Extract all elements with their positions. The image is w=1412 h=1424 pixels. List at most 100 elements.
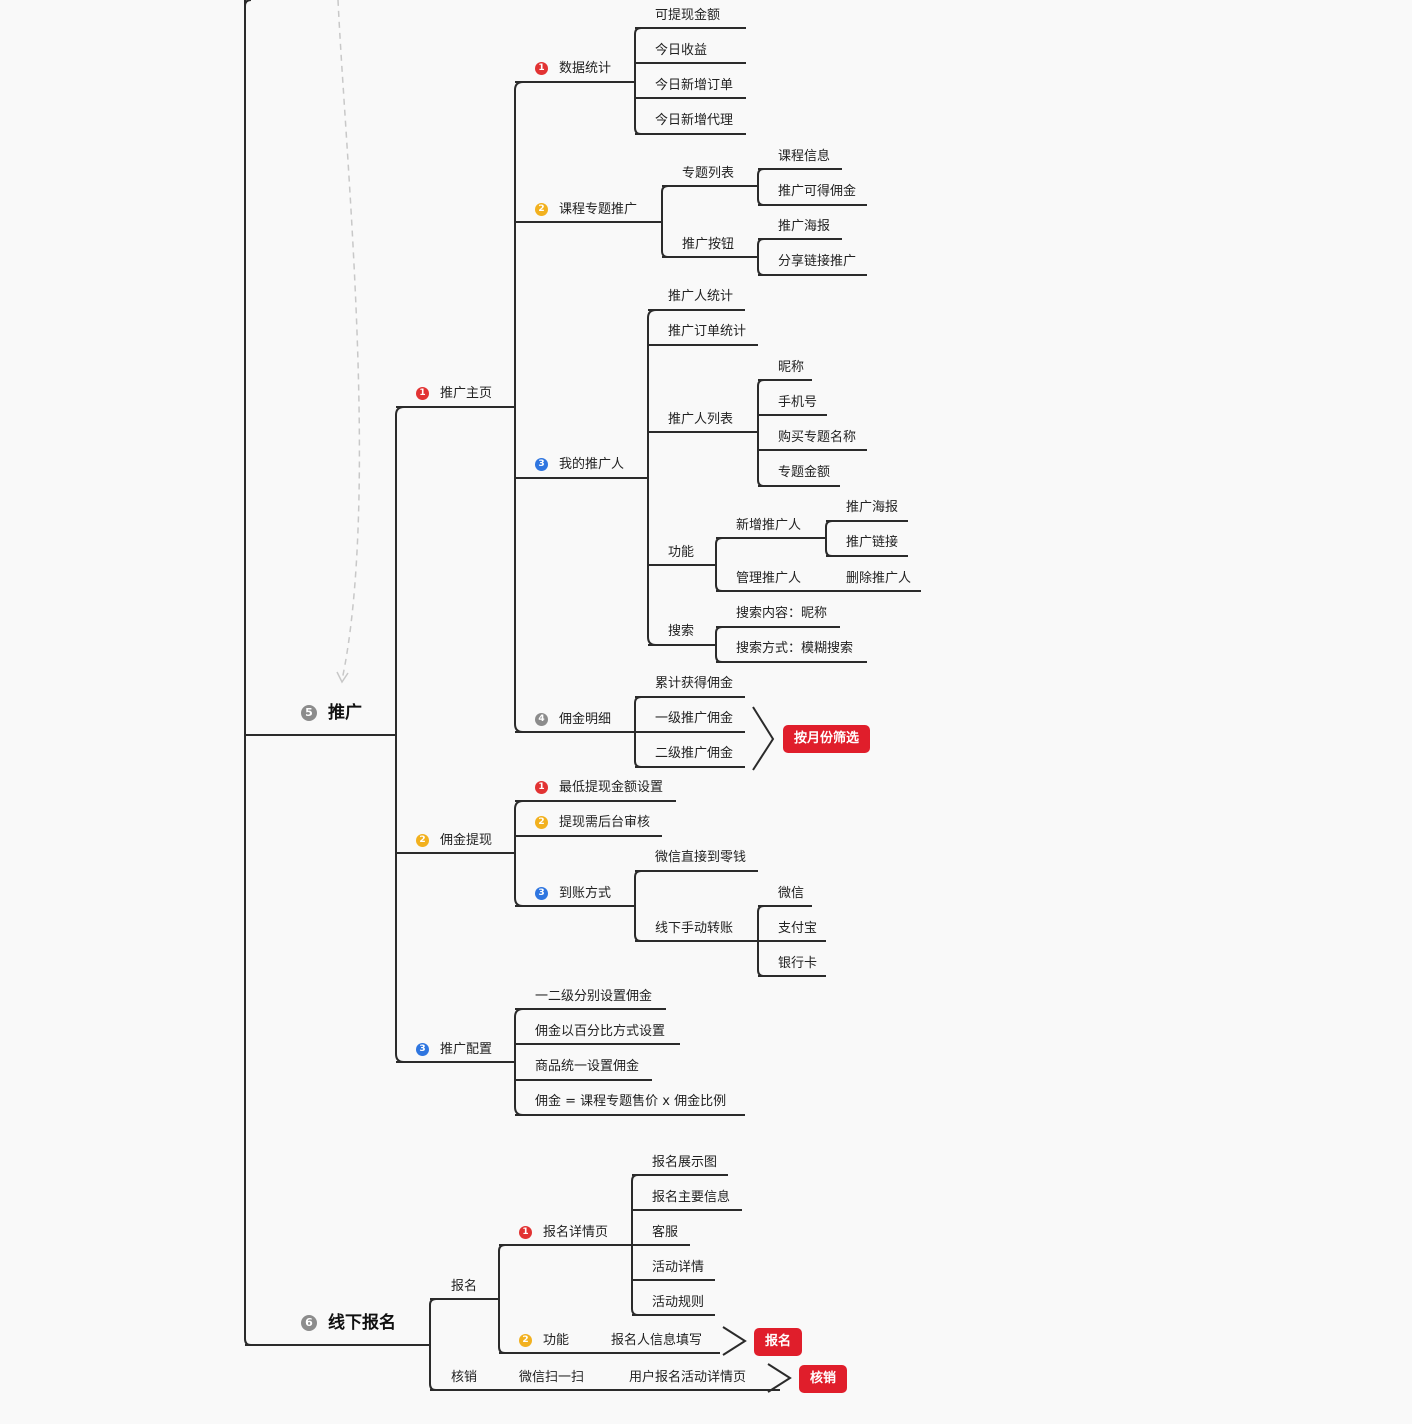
dashed-arrow-head [336, 671, 349, 684]
leaf-node[interactable]: 推广海报 [846, 500, 899, 515]
leaf-node[interactable]: 累计获得佣金 [655, 676, 734, 691]
leaf-node[interactable]: 搜索内容：昵称 [736, 606, 828, 621]
dashed-arrow [337, 0, 361, 681]
number-badge: 1 [535, 781, 548, 794]
node-promoter-list[interactable]: 推广人列表 [668, 412, 734, 427]
connector [634, 27, 642, 135]
node-signup[interactable]: 报名 [451, 1279, 478, 1294]
number-badge: 6 [301, 1315, 317, 1331]
leaf-node[interactable]: 搜索方式：模糊搜索 [736, 641, 854, 656]
leaf-node[interactable]: 支付宝 [778, 921, 818, 936]
node-payout-method[interactable]: 到账方式 [559, 886, 612, 901]
filter-by-month-tag[interactable]: 按月份筛选 [783, 725, 871, 753]
leaf-node[interactable]: 佣金 = 课程专题售价 x 佣金比例 [535, 1094, 727, 1109]
leaf-node[interactable]: 昵称 [778, 360, 805, 375]
node-topic-list[interactable]: 专题列表 [682, 166, 735, 181]
connector [498, 1244, 506, 1354]
leaf-node[interactable]: 微信 [778, 886, 805, 901]
leaf-node[interactable]: 今日新增订单 [655, 78, 734, 93]
leaf-node[interactable]: 报名人信息填写 [611, 1333, 703, 1348]
connector [514, 1008, 524, 1116]
node-my-promoters[interactable]: 我的推广人 [559, 457, 625, 472]
verify-tag[interactable]: 核销 [799, 1365, 848, 1393]
connector [757, 168, 765, 206]
leaf-node[interactable]: 推广订单统计 [668, 324, 747, 339]
node-promo-home[interactable]: 推广主页 [440, 386, 493, 401]
leaf-node[interactable]: 课程信息 [778, 149, 831, 164]
node-stats[interactable]: 数据统计 [559, 61, 612, 76]
node-commission-detail[interactable]: 佣金明细 [559, 712, 612, 727]
node-add-promoter[interactable]: 新增推广人 [736, 518, 802, 533]
leaf-node[interactable]: 推广人统计 [668, 289, 734, 304]
leaf-node[interactable]: 佣金以百分比方式设置 [535, 1024, 666, 1039]
connector [767, 1363, 792, 1393]
leaf-node[interactable]: 推广可得佣金 [778, 184, 857, 199]
node-manage-promoter[interactable]: 管理推广人 [736, 571, 802, 586]
node-commission-withdraw[interactable]: 佣金提现 [440, 833, 493, 848]
connector [752, 706, 775, 771]
leaf-node[interactable]: 用户报名活动详情页 [629, 1370, 747, 1385]
leaf-node[interactable]: 活动详情 [652, 1260, 705, 1275]
node-course-topic[interactable]: 课程专题推广 [559, 202, 638, 217]
connector [757, 238, 765, 276]
leaf-node[interactable]: 今日新增代理 [655, 113, 734, 128]
leaf-node[interactable]: 推广链接 [846, 535, 899, 550]
connector [634, 870, 642, 942]
node-signup-detail[interactable]: 报名详情页 [543, 1225, 609, 1240]
node-withdraw-audit[interactable]: 提现需后台审核 [559, 815, 651, 830]
leaf-node[interactable]: 一二级分别设置佣金 [535, 989, 653, 1004]
signup-tag[interactable]: 报名 [754, 1328, 803, 1356]
node-promo-button[interactable]: 推广按钮 [682, 237, 735, 252]
number-badge: 1 [416, 387, 429, 400]
number-badge: 4 [535, 713, 548, 726]
node-offline-signup[interactable]: 线下报名 [328, 1313, 396, 1333]
connector [429, 1298, 437, 1391]
leaf-node[interactable]: 购买专题名称 [778, 430, 857, 445]
node-search[interactable]: 搜索 [668, 624, 695, 639]
leaf-node[interactable]: 推广海报 [778, 219, 831, 234]
leaf-node[interactable]: 活动规则 [652, 1295, 705, 1310]
node-min-withdraw[interactable]: 最低提现金额设置 [559, 780, 664, 795]
leaf-node[interactable]: 微信直接到零钱 [655, 850, 747, 865]
leaf-node[interactable]: 删除推广人 [846, 571, 912, 586]
leaf-node[interactable]: 微信扫一扫 [519, 1370, 585, 1385]
number-badge: 2 [535, 816, 548, 829]
leaf-node[interactable]: 二级推广佣金 [655, 746, 734, 761]
node-signup-function[interactable]: 功能 [543, 1333, 570, 1348]
connector [395, 406, 405, 1063]
number-badge: 2 [519, 1334, 532, 1347]
leaf-node[interactable]: 银行卡 [778, 956, 818, 971]
node-offline-transfer[interactable]: 线下手动转账 [655, 921, 734, 936]
leaf-node[interactable]: 商品统一设置佣金 [535, 1059, 640, 1074]
node-function[interactable]: 功能 [668, 545, 695, 560]
connector [722, 1326, 747, 1356]
number-badge: 2 [416, 834, 429, 847]
number-badge: 1 [535, 62, 548, 75]
number-badge: 3 [416, 1043, 429, 1056]
connector [647, 309, 657, 646]
connector [514, 800, 524, 907]
connector [715, 626, 723, 663]
node-promo-config[interactable]: 推广配置 [440, 1042, 493, 1057]
connector [757, 379, 765, 487]
leaf-node[interactable]: 分享链接推广 [778, 254, 857, 269]
leaf-node[interactable]: 今日收益 [655, 43, 708, 58]
connector [661, 185, 669, 258]
leaf-node[interactable]: 报名主要信息 [652, 1190, 731, 1205]
number-badge: 1 [519, 1226, 532, 1239]
connector [514, 81, 524, 733]
leaf-node[interactable]: 客服 [652, 1225, 679, 1240]
number-badge: 2 [535, 203, 548, 216]
number-badge: 3 [535, 887, 548, 900]
leaf-node[interactable]: 专题金额 [778, 465, 831, 480]
leaf-node[interactable]: 一级推广佣金 [655, 711, 734, 726]
connector [715, 537, 723, 592]
number-badge: 3 [535, 458, 548, 471]
leaf-node[interactable]: 手机号 [778, 395, 818, 410]
node-promotion[interactable]: 推广 [328, 703, 362, 723]
node-verify[interactable]: 核销 [451, 1370, 478, 1385]
leaf-node[interactable]: 报名展示图 [652, 1155, 718, 1170]
leaf-node[interactable]: 可提现金额 [655, 8, 721, 23]
